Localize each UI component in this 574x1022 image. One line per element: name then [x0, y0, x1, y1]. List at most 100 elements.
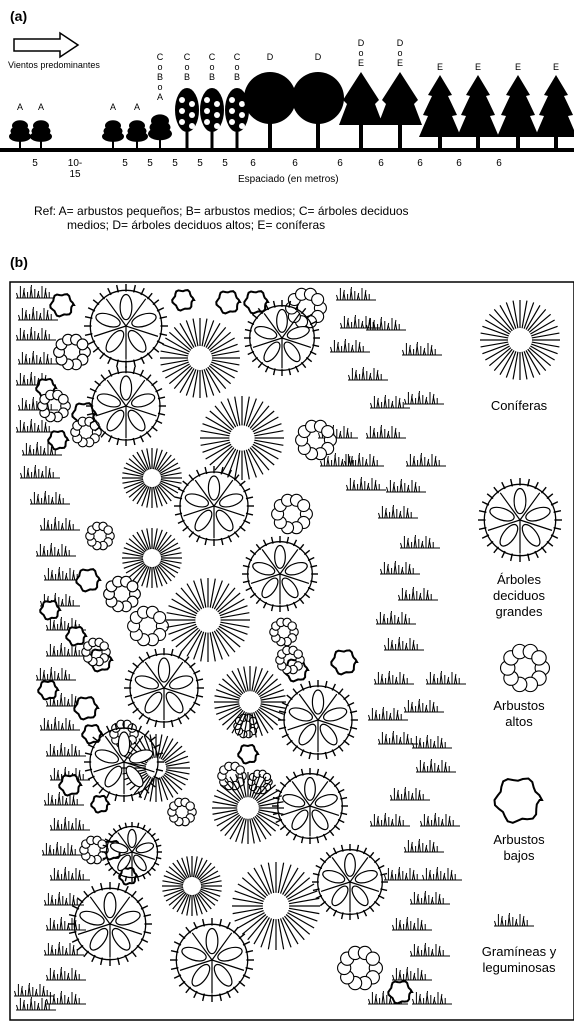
conifer-symbol: [232, 862, 320, 950]
ref-line-2: medios; D= árboles deciduos altos; E= co…: [67, 218, 326, 232]
grass-symbol: [330, 338, 370, 353]
grass-symbol: [368, 706, 408, 721]
grass-symbol: [374, 670, 414, 685]
grass-symbol: [340, 314, 380, 329]
deciduous-tree-symbol: [86, 366, 166, 446]
grass-symbol: [46, 990, 86, 1005]
profile-tree-e: [457, 75, 499, 150]
deciduous-tree-symbol: [102, 822, 162, 882]
tree-type-label: A: [37, 102, 44, 112]
grass-symbol: [16, 284, 56, 299]
grass-symbol: [44, 941, 84, 956]
low-shrub-symbol: [75, 568, 102, 593]
grass-symbol: [366, 316, 406, 331]
tree-type-label: E: [514, 62, 521, 72]
tall-shrub-symbol: [295, 419, 337, 461]
grass-symbol: [30, 490, 70, 505]
tree-type-label: D: [314, 52, 322, 62]
low-shrub-symbol: [387, 980, 414, 1005]
low-shrub-icon: [493, 777, 544, 824]
tall-shrub-symbol: [81, 637, 111, 667]
axis-title: Espaciado (en metros): [238, 174, 339, 185]
spacing-value: 6: [337, 158, 343, 169]
spacing-value: 10-15: [67, 158, 83, 180]
tree-type-label: A: [133, 102, 140, 112]
tall-shrub-symbol: [167, 797, 197, 827]
tree-type-label: E: [474, 62, 481, 72]
low-shrub-symbol: [49, 293, 76, 318]
low-shrub-symbol: [47, 429, 70, 451]
grass-symbol: [46, 966, 86, 981]
grass-symbol: [400, 534, 440, 549]
tall-shrub-symbol: [217, 761, 247, 791]
deciduous-tree-symbol: [278, 680, 358, 760]
grass-icon: [494, 912, 534, 927]
grass-symbol: [416, 758, 456, 773]
tall-shrub-symbol: [269, 617, 299, 647]
grass-symbol: [336, 286, 376, 301]
tall-shrub-symbol: [103, 575, 141, 613]
tree-type-label: A: [109, 102, 116, 112]
grass-symbol: [36, 666, 76, 681]
profile-tree-d2: [378, 72, 422, 150]
spacing-value: 5: [122, 158, 128, 169]
deciduous-tree-symbol: [312, 844, 388, 920]
profile-tree-b: [175, 88, 199, 150]
wind-label: Vientos predominantes: [8, 60, 100, 70]
grass-symbol: [412, 990, 452, 1005]
spacing-value: 5: [222, 158, 228, 169]
grass-symbol: [50, 816, 90, 831]
grass-symbol: [348, 366, 388, 381]
deciduous-tree-symbol: [68, 882, 152, 966]
tree-type-label: C o B o A: [156, 52, 164, 102]
conifer-symbol: [162, 856, 222, 916]
legend-label: Árboles deciduos grandes: [492, 572, 546, 619]
tree-type-label: C o B: [233, 52, 241, 82]
grass-symbol: [406, 452, 446, 467]
grass-symbol: [392, 916, 432, 931]
low-shrub-symbol: [237, 743, 260, 765]
grass-symbol: [370, 394, 410, 409]
spacing-value: 6: [417, 158, 423, 169]
deciduous-tree-symbol: [244, 300, 320, 376]
grass-symbol: [398, 586, 438, 601]
profile-tree-b: [200, 88, 224, 150]
grass-symbol: [412, 734, 452, 749]
grass-symbol: [378, 504, 418, 519]
tree-type-label: D: [266, 52, 274, 62]
grass-symbol: [378, 730, 418, 745]
grass-symbol: [410, 942, 450, 957]
deciduous-tree-symbol: [84, 722, 164, 802]
tall-shrub-symbol: [127, 605, 169, 647]
grass-symbol: [370, 812, 410, 827]
grass-symbol: [40, 716, 80, 731]
grass-symbol: [344, 452, 384, 467]
conifer-symbol: [214, 666, 286, 738]
grass-symbol: [44, 891, 84, 906]
low-shrub-symbol: [58, 774, 83, 797]
grass-symbol: [20, 464, 60, 479]
grass-symbol: [346, 476, 386, 491]
grass-symbol: [426, 670, 466, 685]
spacing-value: 6: [250, 158, 256, 169]
grass-symbol: [18, 306, 58, 321]
grass-symbol: [44, 791, 84, 806]
conifer-symbol: [122, 528, 182, 588]
spacing-value: 5: [197, 158, 203, 169]
grass-symbol: [376, 610, 416, 625]
tall-shrub-symbol: [85, 521, 115, 551]
tree-type-label: A: [16, 102, 23, 112]
low-shrub-symbol: [73, 696, 100, 721]
tall-shrub-symbol: [37, 389, 71, 423]
windbreak-profile-diagram: [0, 31, 574, 152]
conifer-icon: [480, 300, 560, 380]
spacing-value: 6: [292, 158, 298, 169]
low-shrub-symbol: [39, 599, 62, 621]
grass-symbol: [404, 390, 444, 405]
panel-b-label: (b): [10, 254, 28, 270]
legend-label: Arbustos altos: [493, 698, 545, 729]
profile-tree-e: [419, 75, 461, 150]
deciduous-tree-symbol: [84, 284, 168, 368]
tall-shrub-symbol: [70, 416, 102, 448]
